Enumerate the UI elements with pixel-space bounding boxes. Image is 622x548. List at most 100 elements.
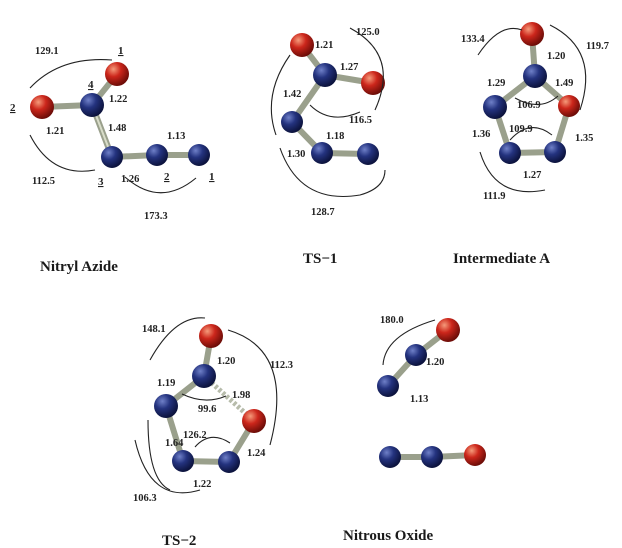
bond-length-label: 1.20 [426,357,444,368]
bond-length-label: 1.27 [523,170,541,181]
atom-index: 4 [88,79,94,91]
bond-length-label: 1.98 [232,390,250,401]
angle-label: 99.6 [198,404,216,415]
bond-length-label: 1.19 [157,378,175,389]
bond-length-label: 1.20 [217,356,235,367]
nitrogen-atom [218,451,240,473]
angle-label: 106.3 [133,493,157,504]
nitrogen-atom [405,344,427,366]
angle-arc [549,24,587,111]
molecule-ts1: 125.0 1.21 1.27 1.42 116.5 1.18 1.30 128… [270,27,386,267]
oxygen-atom [290,33,314,57]
angle-label: 116.5 [349,115,372,126]
nitrogen-atom [544,141,566,163]
angle-arc [134,439,201,494]
nitrogen-atom [379,446,401,468]
nitrogen-atom [313,63,337,87]
angle-arc [149,317,206,361]
angle-label: 112.5 [32,176,55,187]
angle-label: 111.9 [483,191,505,202]
molecule-caption: TS−2 [162,533,196,548]
angle-arc [479,151,546,193]
angle-arc [29,59,113,89]
atom-index: 3 [98,176,104,188]
nitrogen-atom [146,144,168,166]
nitrogen-atom [172,450,194,472]
angle-arc [124,176,197,194]
angle-label: 125.0 [356,27,380,38]
angle-label: 119.7 [586,41,609,52]
angle-label: 112.3 [270,360,293,371]
nitrogen-atom [101,146,123,168]
nitrogen-atom [499,142,521,164]
bond-length-label: 1.30 [287,149,305,160]
bond-length-label: 1.29 [487,78,505,89]
oxygen-atom [361,71,385,95]
bond-length-label: 1.36 [472,129,490,140]
angle-arc [477,28,523,56]
nitrogen-atom [192,364,216,388]
bond-length-label: 1.64 [165,438,184,449]
nitrogen-atom [281,111,303,133]
molecule-caption: TS−1 [303,251,337,267]
angle-label: 148.1 [142,324,166,335]
oxygen-atom [242,409,266,433]
molecule-caption: Nitryl Azide [40,259,118,275]
angle-arc [227,329,278,446]
angle-arc [194,436,231,448]
angle-arc [509,127,553,141]
angle-label: 109.9 [509,124,533,135]
angle-arc [514,95,559,106]
oxygen-atom [558,95,580,117]
bond-length-label: 1.27 [340,62,358,73]
bond-length-label: 1.21 [315,40,333,51]
nitrogen-atom [357,143,379,165]
angle-label: 133.4 [461,34,485,45]
oxygen-atom [464,444,486,466]
angle-label: 126.2 [183,430,207,441]
nitrogen-atom [377,375,399,397]
bond-length-label: 1.42 [283,89,301,100]
molecule-nitryl-azide: 129.1 1.22 1.21 1.48 1.13 1.26 112.5 173… [10,45,215,275]
angle-arc [309,104,361,118]
oxygen-atom [199,324,223,348]
angle-arc [29,134,96,172]
molecule-intermediate-a: 133.4 1.20 119.7 1.29 1.49 106.9 109.9 1… [453,22,609,267]
oxygen-atom [520,22,544,46]
bond-length-label: 1.24 [247,448,266,459]
nitrogen-atom [311,142,333,164]
molecule-ts2: 148.1 1.20 112.3 1.19 1.98 99.6 126.2 1.… [133,317,293,548]
angle-label: 180.0 [380,315,404,326]
atom-index: 2 [164,171,170,183]
nitrogen-atom [80,93,104,117]
bond-length-label: 1.13 [410,394,428,405]
nitrogen-atom [421,446,443,468]
bond-length-label: 1.13 [167,131,185,142]
bond-length-label: 1.22 [193,479,211,490]
angle-label: 129.1 [35,46,59,57]
nitrogen-atom [523,64,547,88]
oxygen-atom [436,318,460,342]
molecule-caption: Intermediate A [453,251,550,267]
bond-length-label: 1.18 [326,131,344,142]
atom-index: 1 [118,45,124,57]
angle-arc [349,27,384,111]
nitrogen-atom [154,394,178,418]
angle-arc [382,319,436,366]
angle-arc [270,54,291,136]
angle-arc [279,147,386,197]
bond-length-label: 1.49 [555,78,573,89]
oxygen-atom [105,62,129,86]
angle-arc [147,419,171,491]
bond-length-label: 1.21 [46,126,64,137]
atom-index: 1 [209,171,215,183]
angle-arc [181,393,227,401]
molecule-caption: Nitrous Oxide [343,528,433,544]
bond-length-label: 1.22 [109,94,127,105]
nitrogen-atom [483,95,507,119]
angle-label: 173.3 [144,211,168,222]
nitrogen-atom [188,144,210,166]
bond-length-label: 1.48 [108,123,126,134]
bond-length-label: 1.26 [121,174,139,185]
